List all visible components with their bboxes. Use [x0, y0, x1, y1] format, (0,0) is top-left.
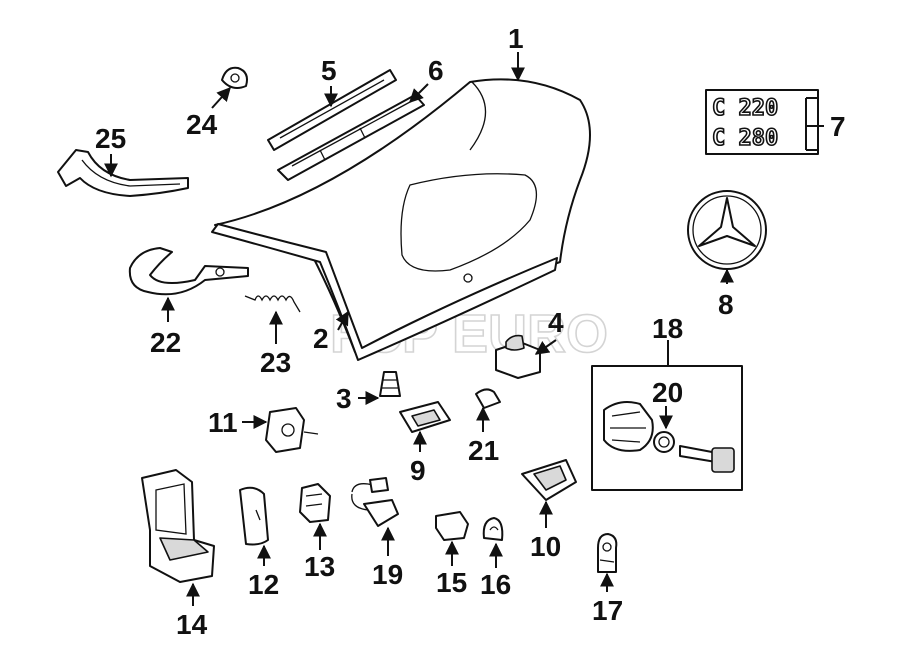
hinge-arm-part[interactable] [128, 247, 249, 296]
brake-light-strip-part[interactable] [277, 94, 425, 181]
striker-part[interactable] [521, 459, 577, 501]
lock-actuator-part[interactable] [265, 407, 319, 453]
wire-harness-part[interactable] [351, 477, 399, 527]
callout-5[interactable]: 5 [321, 55, 337, 86]
grommet-part[interactable] [482, 517, 504, 541]
callout-12[interactable]: 12 [248, 569, 279, 600]
bumper-stop-part[interactable] [221, 66, 248, 89]
trunk-seal-part[interactable] [211, 223, 558, 361]
spring-part[interactable] [244, 295, 301, 313]
hinge-part[interactable] [57, 149, 189, 197]
stop-bumper-part[interactable] [379, 371, 401, 397]
badge-c220: C 220 [712, 96, 778, 121]
callout-8[interactable]: 8 [718, 289, 734, 320]
callout-10[interactable]: 10 [530, 531, 561, 562]
callout-4[interactable]: 4 [548, 307, 564, 338]
badge-c280: C 280 [712, 126, 778, 151]
callout-18[interactable]: 18 [652, 313, 683, 344]
callout-9[interactable]: 9 [410, 455, 426, 486]
callout-1[interactable]: 1 [508, 23, 524, 54]
callout-21[interactable]: 21 [468, 435, 499, 466]
molding-strip-part[interactable] [267, 69, 397, 151]
lock-cylinder-kit-part[interactable] [591, 365, 743, 491]
callout-7[interactable]: 7 [830, 111, 846, 142]
callout-19[interactable]: 19 [372, 559, 403, 590]
callout-11[interactable]: 11 [208, 407, 238, 438]
license-lamp-part[interactable] [495, 334, 541, 379]
callout-17[interactable]: 17 [592, 595, 623, 626]
relay-part[interactable] [299, 483, 331, 523]
callouts: 1 2 3 4 5 6 7 8 9 10 11 12 13 14 15 16 1… [95, 23, 846, 640]
trunk-latch-part[interactable] [399, 401, 451, 433]
clip-part[interactable] [475, 388, 501, 409]
model-badges-part[interactable]: C 220 C 280 [705, 89, 819, 155]
callout-15[interactable]: 15 [436, 567, 467, 598]
cover-panel-part[interactable] [239, 486, 269, 546]
ignition-key-part[interactable] [653, 431, 735, 473]
callout-16[interactable]: 16 [480, 569, 511, 600]
callout-24[interactable]: 24 [186, 109, 218, 140]
switch-part[interactable] [435, 511, 469, 541]
callout-2[interactable]: 2 [313, 323, 329, 354]
star-emblem-part[interactable] [687, 190, 767, 270]
bracket-part[interactable] [597, 533, 618, 573]
callout-23[interactable]: 23 [260, 347, 291, 378]
leader-lines [104, 52, 824, 606]
callout-25[interactable]: 25 [95, 123, 126, 154]
storage-tray-part[interactable] [141, 469, 215, 583]
callout-14[interactable]: 14 [176, 609, 208, 640]
callout-20[interactable]: 20 [652, 377, 683, 408]
callout-13[interactable]: 13 [304, 551, 335, 582]
callout-6[interactable]: 6 [428, 55, 444, 86]
callout-22[interactable]: 22 [150, 327, 181, 358]
callout-3[interactable]: 3 [336, 383, 352, 414]
